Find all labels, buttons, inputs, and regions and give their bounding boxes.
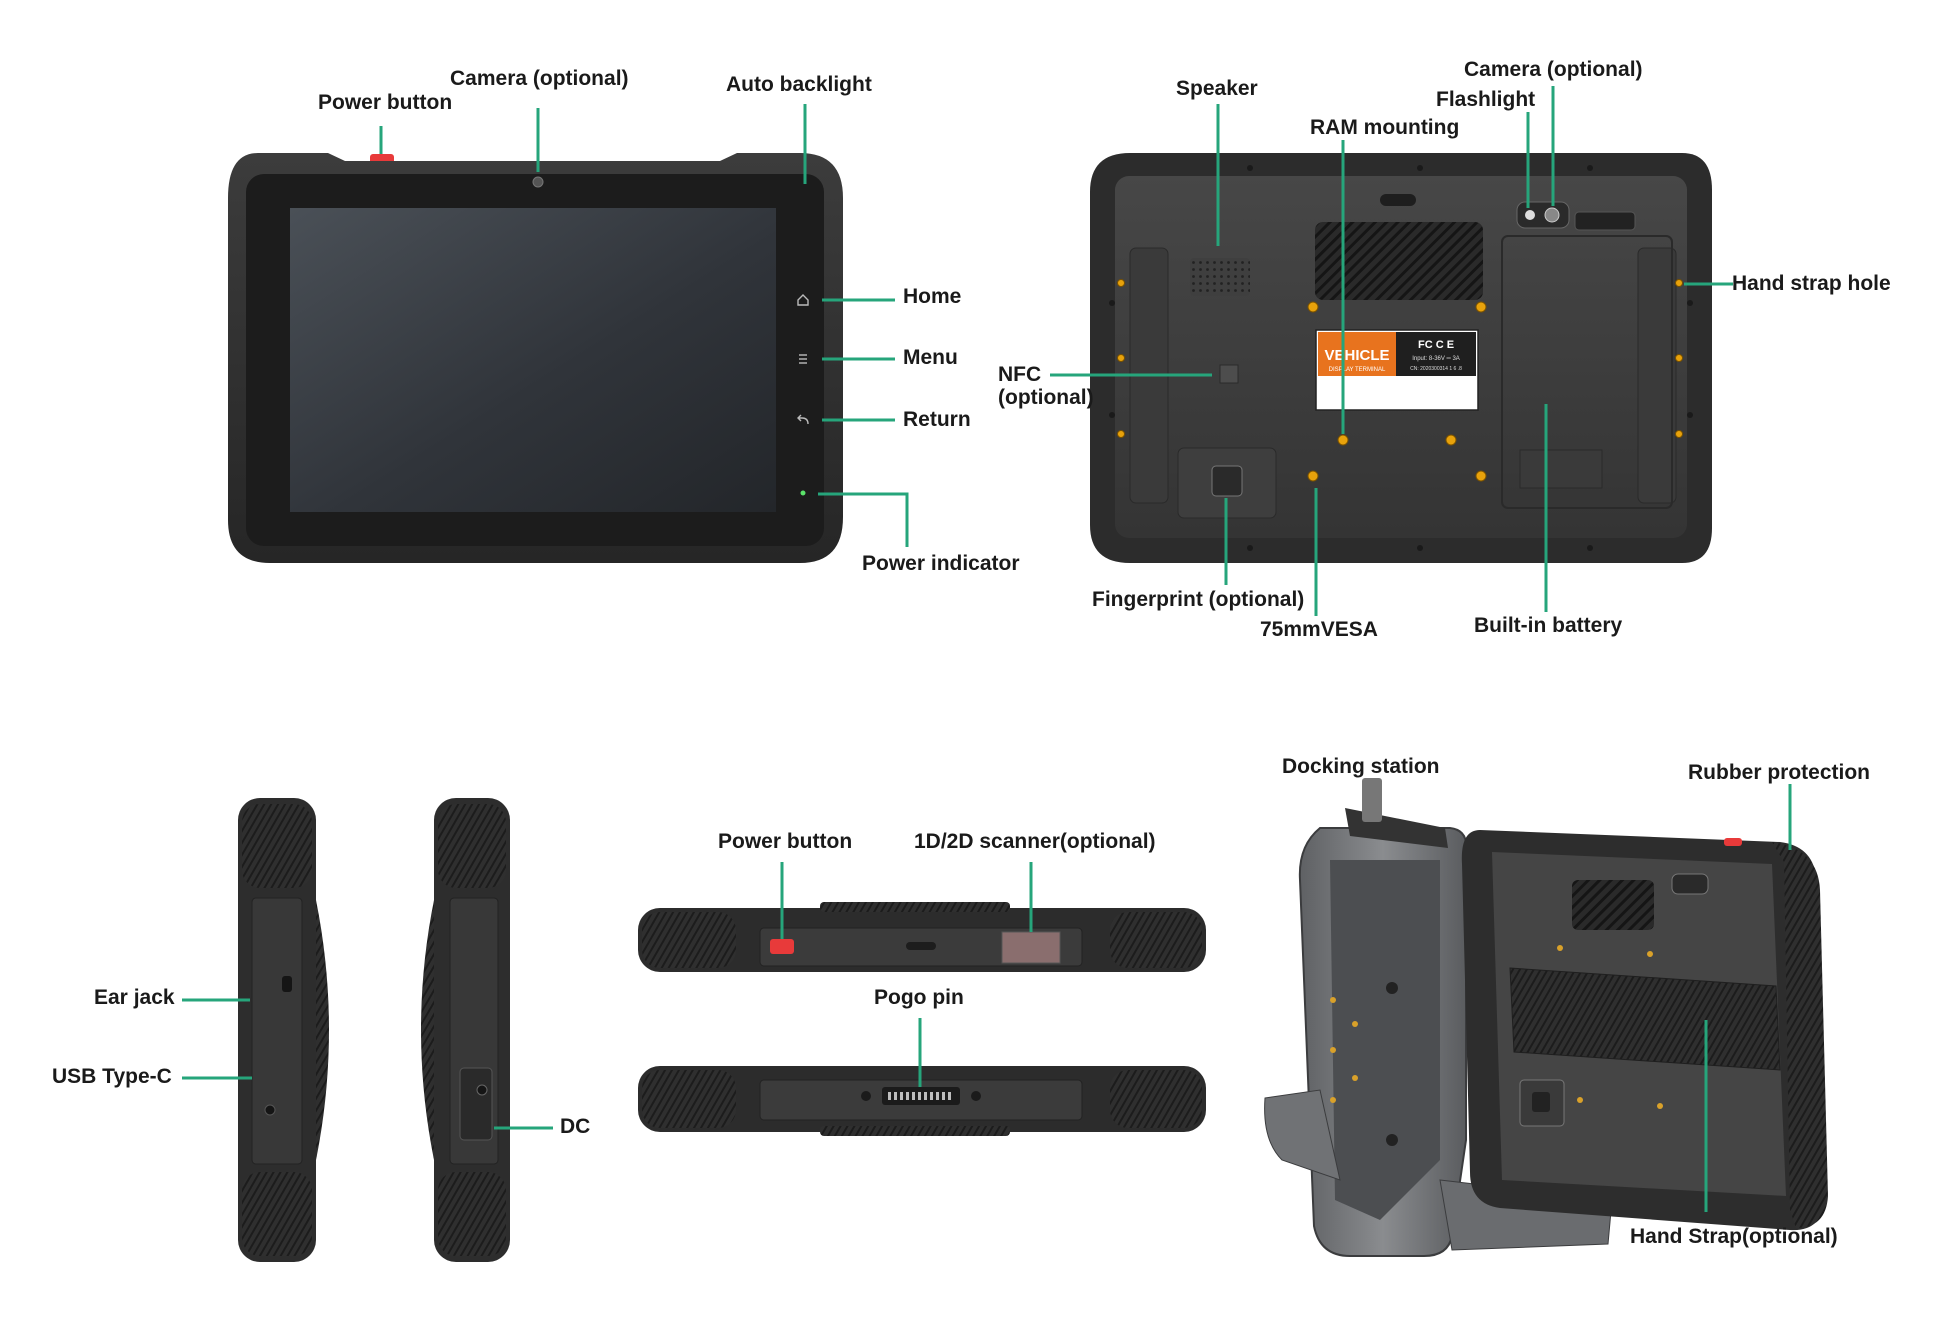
label-ram-mounting: RAM mounting <box>1310 116 1460 139</box>
label-flashlight: Flashlight <box>1436 88 1536 111</box>
fingerprint-sensor <box>1211 465 1243 497</box>
label-pogo-pin: Pogo pin <box>874 986 964 1009</box>
back-battery-cover <box>1501 235 1673 509</box>
nfc-mark <box>1219 364 1239 384</box>
side-view-right <box>421 798 510 1262</box>
label-hand-strap: Hand Strap(optional) <box>1630 1225 1838 1248</box>
back-view: VEHICLE DISPLAY TERMINAL FC C E Input: 8… <box>1090 153 1712 563</box>
dc-port-cover <box>459 1067 493 1141</box>
dock-tablet-vent <box>1572 880 1654 930</box>
side-view-left <box>238 798 329 1262</box>
label-edge-power-button: Power button <box>718 830 853 853</box>
label-menu: Menu <box>903 346 958 369</box>
screws <box>1117 279 1683 482</box>
power-indicator-led <box>800 490 806 496</box>
ear-jack-port <box>282 976 292 992</box>
label-nfc: NFC <box>998 363 1042 386</box>
label-fingerprint: Fingerprint (optional) <box>1092 588 1305 611</box>
sticker-brand: VEHICLE <box>1324 347 1389 364</box>
label-usb-type-c: USB Type-C <box>52 1065 172 1088</box>
dock-leaders <box>1704 784 1792 1212</box>
hand-strap <box>1509 967 1781 1071</box>
sticker: VEHICLE DISPLAY TERMINAL FC C E Input: 8… <box>1315 329 1479 411</box>
sticker-cn: CN: 2020300314 1 6 .8 <box>1410 366 1462 372</box>
flashlight-lens <box>1525 210 1535 220</box>
return-icon <box>797 414 809 425</box>
label-docking-station: Docking station <box>1282 755 1440 778</box>
back-vent <box>1315 222 1483 300</box>
label-rubber-protection: Rubber protection <box>1688 761 1870 784</box>
edge-screws <box>1109 165 1693 551</box>
rubber-protection <box>1772 842 1828 1228</box>
edge-power-button <box>770 939 794 954</box>
edge-view-top <box>638 902 1206 972</box>
menu-icon <box>799 354 807 364</box>
label-scanner: 1D/2D scanner(optional) <box>914 830 1156 853</box>
edge-view-bottom <box>638 1066 1206 1136</box>
label-battery: Built-in battery <box>1474 614 1623 637</box>
back-camera-lens <box>1544 207 1560 223</box>
dock-foot-left <box>1264 1089 1341 1181</box>
pogo-pins <box>888 1092 951 1100</box>
dock-view <box>1264 778 1828 1257</box>
dc-port <box>476 1084 488 1096</box>
label-front-power-button: Power button <box>318 91 453 114</box>
label-speaker: Speaker <box>1176 77 1258 100</box>
label-nfc-sub: (optional) <box>998 386 1094 409</box>
label-ear-jack: Ear jack <box>94 986 175 1009</box>
dock-tablet-camera <box>1671 873 1709 895</box>
label-vesa: 75mmVESA <box>1260 618 1378 641</box>
edge-leaders <box>780 862 1033 1087</box>
edge-slot <box>906 942 936 950</box>
back-latch <box>1574 211 1636 231</box>
back-speaker-grille <box>1190 258 1250 296</box>
label-front-camera: Camera (optional) <box>450 67 629 90</box>
label-return: Return <box>903 408 971 431</box>
sticker-marks: FC C E <box>1418 339 1454 351</box>
sticker-sub: DISPLAY TERMINAL <box>1329 367 1386 373</box>
back-leaders <box>1050 86 1733 616</box>
label-power-indicator: Power indicator <box>862 552 1020 575</box>
front-screen <box>290 208 776 512</box>
front-camera-lens <box>532 176 544 188</box>
label-auto-backlight: Auto backlight <box>726 73 872 96</box>
back-right-pad <box>1637 247 1677 504</box>
usb-c-port <box>264 1104 276 1116</box>
back-camera-module <box>1516 201 1570 229</box>
sticker-spec: Input: 8-36V ═ 3A <box>1412 356 1460 362</box>
front-view <box>228 153 843 563</box>
back-slot <box>1380 194 1416 206</box>
dock-holes <box>1330 997 1358 1103</box>
front-leaders <box>379 104 909 547</box>
side-leaders <box>182 998 553 1130</box>
label-hand-strap-hole: Hand strap hole <box>1732 272 1891 295</box>
label-back-camera: Camera (optional) <box>1464 58 1643 81</box>
label-home: Home <box>903 285 962 308</box>
label-dc: DC <box>560 1115 591 1138</box>
home-icon <box>797 294 809 306</box>
battery-window <box>1519 449 1603 489</box>
scanner-window <box>1001 931 1061 964</box>
